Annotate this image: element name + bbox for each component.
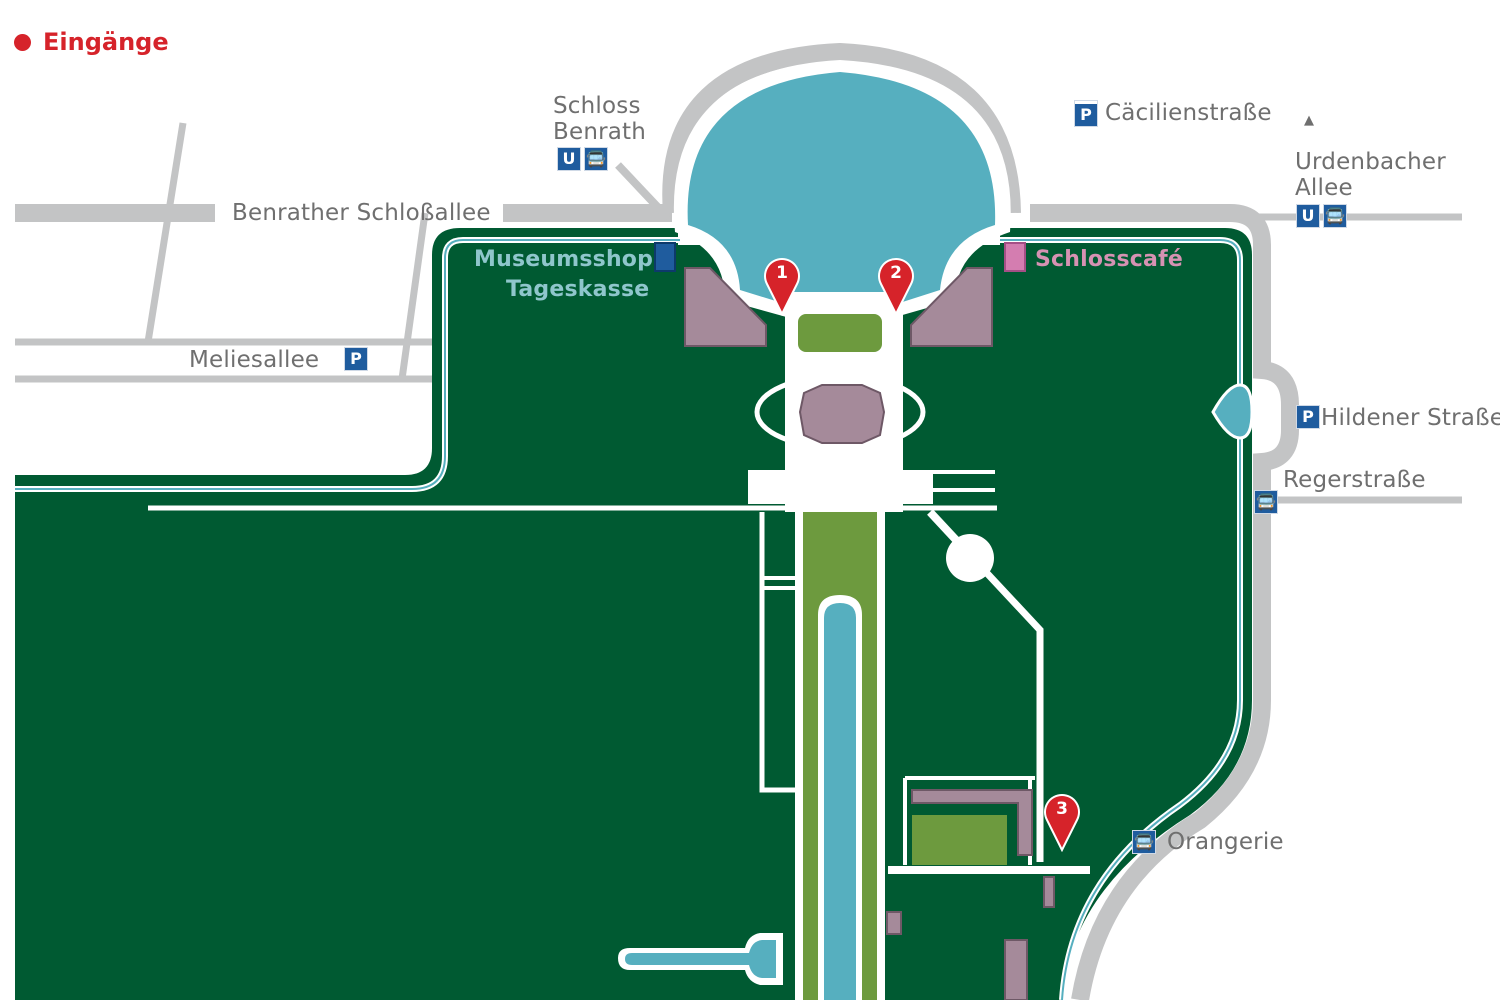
station-urdenbacher-allee-icons: U 🚍 xyxy=(1297,205,1347,227)
east-fountain xyxy=(1211,383,1254,440)
station-urdenbacher-allee-line1: Urdenbacher xyxy=(1295,149,1446,175)
buildings xyxy=(684,267,1055,1000)
station-regerstrasse-icons: 🚍 xyxy=(1255,491,1277,513)
plaza-lawn xyxy=(798,314,882,352)
orangerie-building xyxy=(911,789,1033,856)
entrance-number: 2 xyxy=(890,263,902,283)
map-pin-icon xyxy=(1044,794,1080,853)
road-schloss-benrath-connector xyxy=(615,162,671,221)
bus-icon: 🚍 xyxy=(1255,491,1277,513)
parking-icon: P xyxy=(1297,406,1319,428)
museumsshop-building xyxy=(654,242,676,272)
station-urdenbacher-allee-line2: Allee xyxy=(1295,175,1353,201)
road-west-vertical xyxy=(398,212,429,380)
label-benrather-schlossallee: Benrather Schloßallee xyxy=(232,200,491,226)
label-meliesallee: Meliesallee xyxy=(189,347,320,373)
map-pin-icon xyxy=(764,258,800,317)
label-tageskasse: Tageskasse xyxy=(506,277,650,302)
parking-icon: P xyxy=(345,348,367,370)
station-schloss-benrath-line1: Schloss xyxy=(553,93,641,119)
entrance-number: 1 xyxy=(776,263,788,283)
entrance-dot-icon xyxy=(14,33,31,51)
entrance-marker-2[interactable]: 2 xyxy=(875,254,917,317)
legend-label: Eingänge xyxy=(43,28,169,56)
label-caecilienstrasse: Cäcilienstraße xyxy=(1105,100,1272,126)
station-schloss-benrath-line2: Benrath xyxy=(553,119,647,145)
label-hildener-strasse: Hildener Straße xyxy=(1321,405,1500,431)
entrance-marker-1[interactable]: 1 xyxy=(761,254,803,317)
u-bahn-icon: U xyxy=(558,148,580,170)
station-schloss-benrath-icons: U 🚍 xyxy=(558,148,608,170)
canal-water xyxy=(824,603,856,1000)
west-pond-water xyxy=(625,940,776,978)
station-regerstrasse[interactable]: Regerstraße xyxy=(1283,467,1426,493)
pond-water xyxy=(687,72,996,306)
bus-icon: 🚍 xyxy=(1324,205,1347,227)
legend-entrances: Eingänge xyxy=(14,28,169,56)
east-wing xyxy=(910,267,993,347)
road-ring xyxy=(1030,204,1299,1000)
roads xyxy=(15,42,1462,1000)
label-museumsshop: Museumsshop xyxy=(474,247,654,272)
label-schlosscafe: Schlosscafé xyxy=(1035,247,1183,272)
small-building-2 xyxy=(1043,876,1055,908)
orangerie-lawn xyxy=(912,815,1007,865)
road-north-loop xyxy=(662,42,1021,214)
station-schloss-benrath[interactable]: Schloss Benrath xyxy=(553,93,646,145)
parking-meliesallee[interactable]: P xyxy=(345,348,367,370)
small-building-1 xyxy=(886,911,902,935)
small-building-3 xyxy=(1004,939,1028,1000)
station-urdenbacher-allee[interactable]: Urdenbacher Allee xyxy=(1295,149,1446,201)
road-north-diagonal xyxy=(144,122,187,343)
west-wing xyxy=(684,267,767,347)
park-border-water xyxy=(15,239,1241,1000)
schlosscafe-building xyxy=(1004,242,1026,272)
entrance-number: 3 xyxy=(1056,799,1068,819)
bus-icon: 🚍 xyxy=(1133,831,1155,853)
entrance-marker-3[interactable]: 3 xyxy=(1041,790,1083,853)
station-orangerie[interactable]: Orangerie xyxy=(1167,829,1284,855)
parking-hildener-strasse[interactable]: P xyxy=(1297,406,1319,428)
station-orangerie-icons: 🚍 xyxy=(1133,831,1155,853)
roundabout xyxy=(946,534,994,582)
u-bahn-icon: U xyxy=(1297,205,1319,227)
map-pin-icon xyxy=(878,258,914,317)
bus-icon: 🚍 xyxy=(585,148,608,170)
north-arrow-icon: ▲ xyxy=(1304,113,1315,128)
parking-garage-icon: P xyxy=(1075,101,1097,126)
park-area xyxy=(15,228,1252,1000)
main-palace xyxy=(798,384,886,444)
parking-caecilienstrasse[interactable]: P xyxy=(1075,101,1097,126)
